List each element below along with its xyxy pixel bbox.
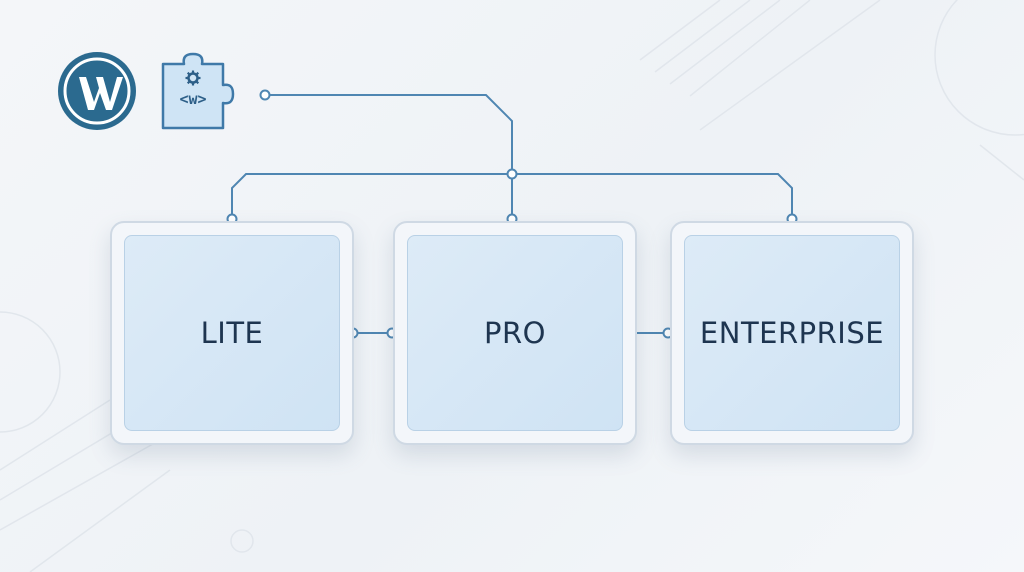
- plugin-node: [259, 89, 271, 101]
- tier-box-enterprise: ENTERPRISE: [670, 221, 914, 445]
- tier-label-pro: PRO: [484, 316, 546, 350]
- plugin-connector: [265, 94, 513, 174]
- gear-icon: [185, 70, 201, 86]
- tier-label-lite: LITE: [200, 316, 264, 350]
- puzzle-plugin-icon: <w>: [161, 52, 235, 130]
- hub-node: [506, 168, 518, 180]
- tier-panel-pro: PRO: [407, 235, 623, 431]
- tier-label-enterprise: ENTERPRISE: [699, 316, 885, 350]
- tier-box-lite: LITE: [110, 221, 354, 445]
- tier-panel-enterprise: ENTERPRISE: [684, 235, 900, 431]
- tier-panel-lite: LITE: [124, 235, 340, 431]
- tier-box-pro: PRO: [393, 221, 637, 445]
- plugin-glyph: <w>: [179, 90, 206, 108]
- wordpress-logo-icon: [58, 52, 136, 130]
